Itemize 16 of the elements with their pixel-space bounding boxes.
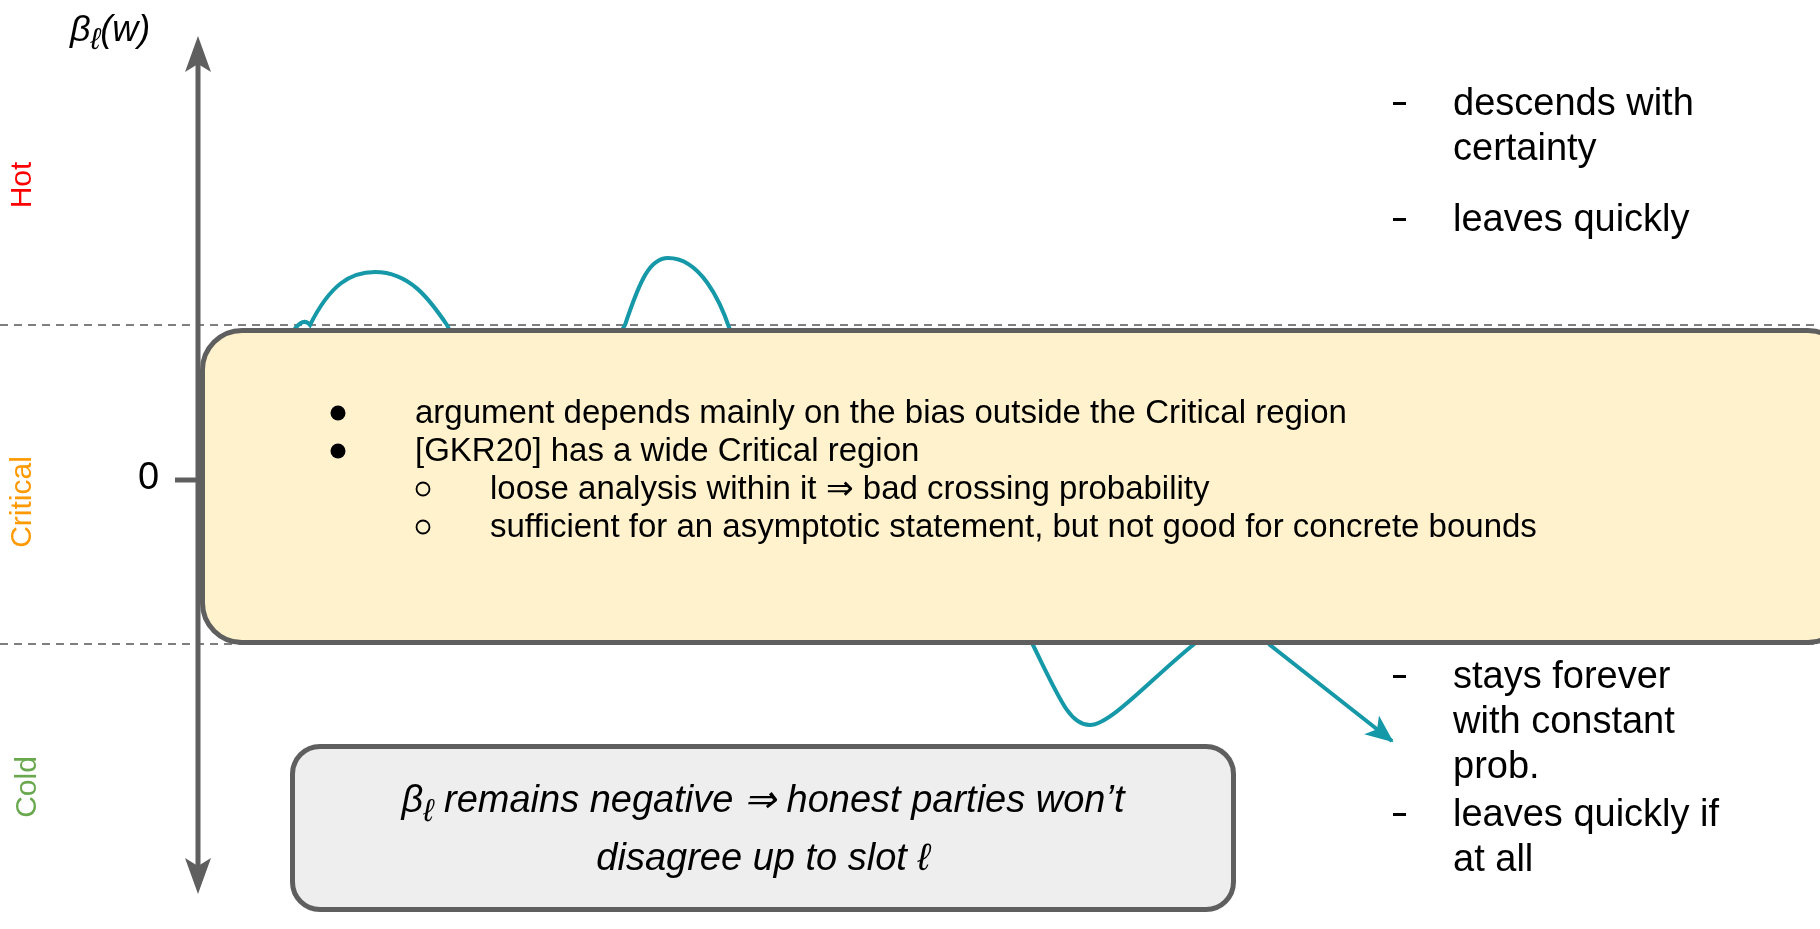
note-text: leaves quickly if at all	[1453, 792, 1720, 879]
conclusion-box	[290, 744, 1236, 912]
region-label: Hot	[4, 161, 39, 209]
tick-label: 0	[138, 455, 160, 498]
note-text: leaves quickly	[1453, 197, 1690, 239]
bullet-text: [GKR20] has a wide Critical region	[415, 431, 920, 468]
note-box	[200, 328, 1820, 645]
note-text: stays forever with constant prob.	[1453, 654, 1675, 786]
axis-label: β$_{ℓ}$(w)	[70, 8, 151, 57]
note-text: descends with certainty	[1453, 81, 1694, 168]
region-label: Critical	[3, 456, 38, 548]
bullet-text: sufficient for an asymptotic statement, but not good for concrete bounds	[490, 507, 1537, 544]
region-label: Cold	[8, 756, 43, 818]
bullet-text: loose analysis within it ⇒ bad crossing probability	[490, 469, 1210, 506]
conclusion-text: β$_{ℓ}$ remains negative ⇒ honest parties won’t disagree up to slot ℓ	[399, 776, 1127, 881]
bullet-text: argument depends mainly on the bias outside the Critical region	[415, 393, 1347, 430]
